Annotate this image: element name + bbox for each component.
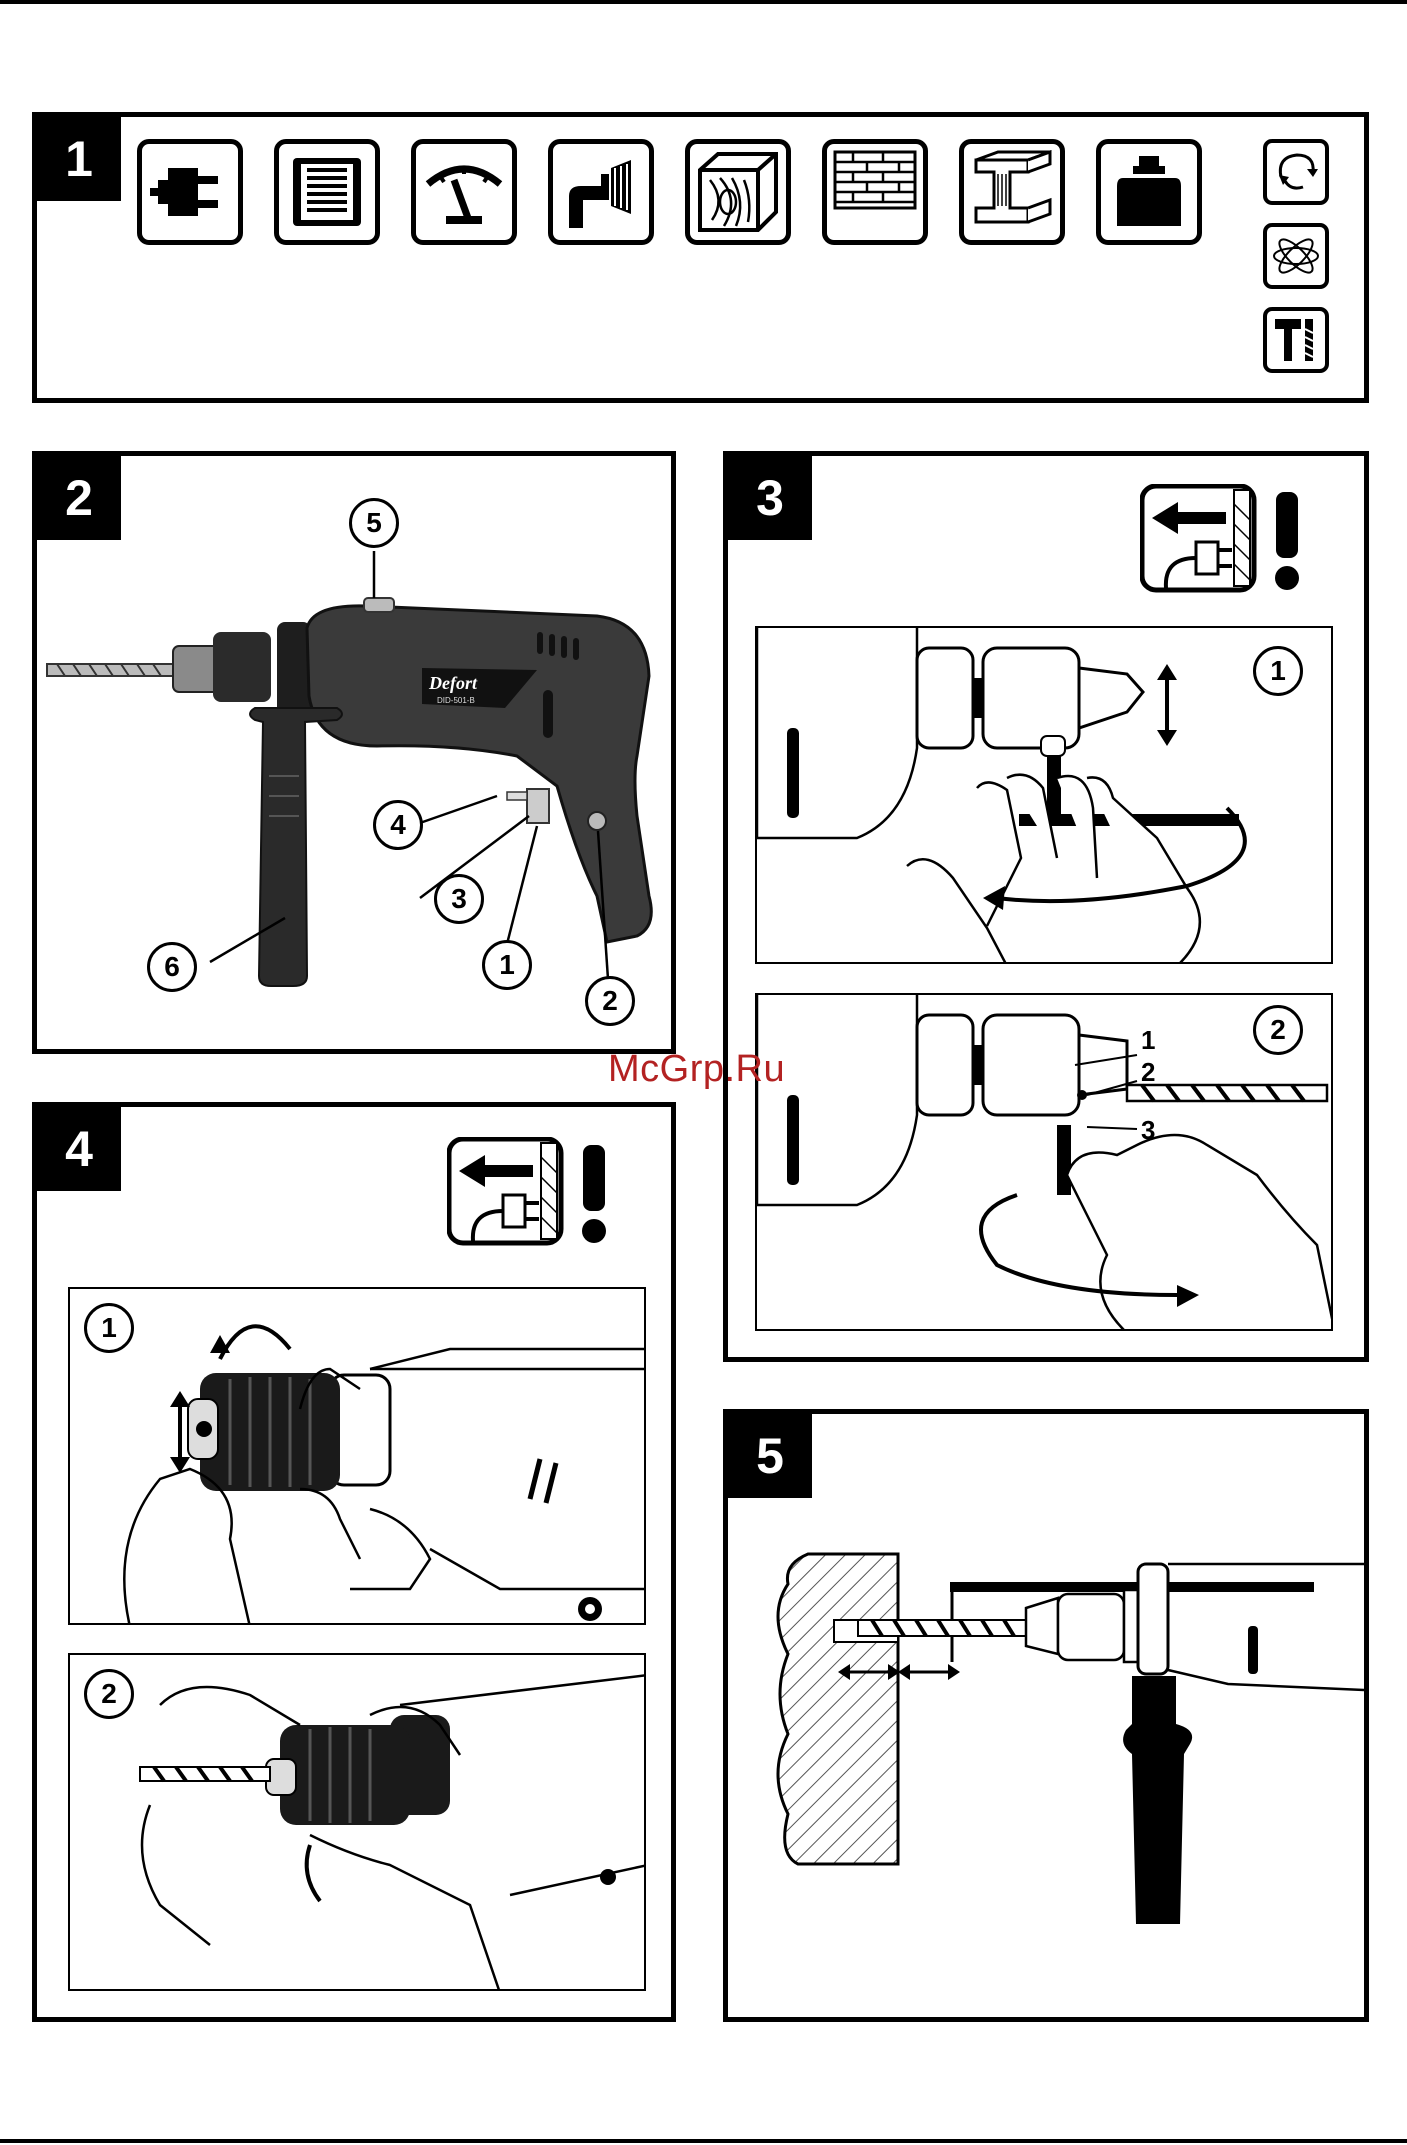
bottom-rule: [0, 2139, 1407, 2143]
chuck-label-2: 2: [1141, 1057, 1155, 1088]
keyless-chuck-open-illustration: [70, 1289, 646, 1625]
drill-bit: [47, 664, 177, 676]
model-text: DID-501-B: [437, 696, 475, 705]
callout-2: 2: [585, 976, 635, 1026]
chuck-label-3: 3: [1141, 1115, 1155, 1146]
vibration-icon: [1263, 223, 1329, 289]
top-rule: [0, 0, 1407, 4]
mode-switch: [364, 598, 394, 612]
keyless-chuck-insert-bit-illustration: [70, 1655, 646, 1991]
weight-icon: [1096, 139, 1202, 245]
panel-4: 4 1: [32, 1102, 676, 2022]
step-1-frame: 1: [68, 1287, 646, 1625]
step-2-badge: 2: [84, 1669, 134, 1719]
step-1-badge: 1: [84, 1303, 134, 1353]
hammer-drill-icon: [1263, 307, 1329, 373]
brick-icon: [822, 139, 928, 245]
callout-4: 4: [373, 800, 423, 850]
steel-beam-icon: [959, 139, 1065, 245]
chuck-label-1: 1: [1141, 1025, 1155, 1056]
panel-number: 4: [37, 1107, 121, 1191]
wood-icon: [685, 139, 791, 245]
unplug-warning-icon: [447, 1137, 617, 1247]
panel-1: 1: [32, 112, 1369, 403]
motor-icon: [274, 139, 380, 245]
plug-icon: [137, 139, 243, 245]
callout-5: 5: [349, 498, 399, 548]
step-2-badge: 2: [1253, 1005, 1303, 1055]
speed-gauge-icon: [411, 139, 517, 245]
drill-illustration: Defort DID-501-B: [37, 456, 671, 1049]
callout-3: 3: [434, 874, 484, 924]
wall: [778, 1554, 898, 1864]
depth-stop-illustration: [728, 1414, 1364, 2017]
reverse-rotation-icon: [1263, 139, 1329, 205]
callout-6: 6: [147, 942, 197, 992]
unplug-warning-icon: [1140, 484, 1310, 594]
panel-number: 1: [37, 117, 121, 201]
callout-1: 1: [482, 940, 532, 990]
panel-number: 3: [728, 456, 812, 540]
chuck-key-insert-illustration: [757, 995, 1333, 1331]
watermark: McGrp.Ru: [608, 1048, 785, 1091]
chuck-key-tighten-illustration: [757, 628, 1333, 964]
step-1-badge: 1: [1253, 646, 1303, 696]
drill-chuck-icon: [548, 139, 654, 245]
brand-text: Defort: [428, 673, 478, 693]
panel-5: 5: [723, 1409, 1369, 2022]
panel-3: 3 1: [723, 451, 1369, 1362]
step-1-frame: 1: [755, 626, 1333, 964]
chuck: [173, 646, 219, 692]
step-2-frame: 1 2 3 2: [755, 993, 1333, 1331]
step-2-frame: 2: [68, 1653, 646, 1991]
panel-2: 2 Defort DID-501-B: [32, 451, 676, 1054]
